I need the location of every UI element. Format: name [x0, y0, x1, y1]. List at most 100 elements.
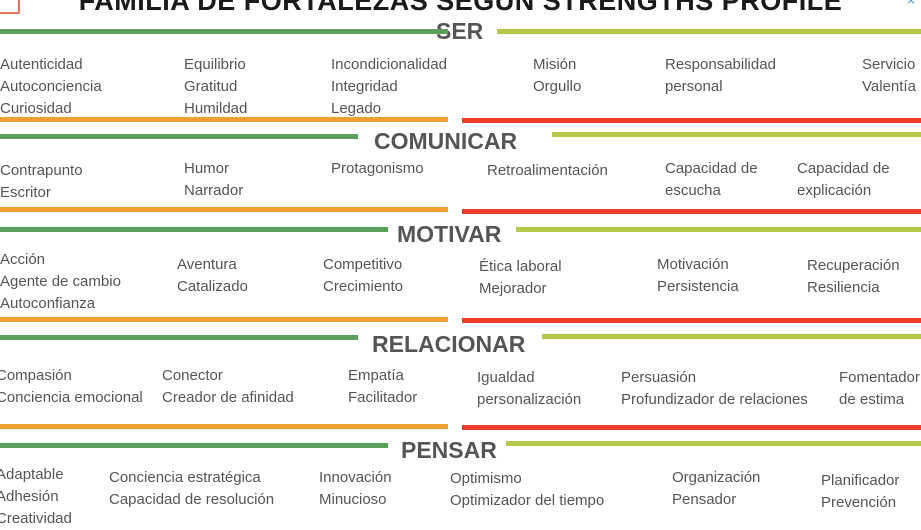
- strength-item: Prevención: [821, 494, 897, 511]
- strength-item: Facilitador: [348, 389, 418, 406]
- strength-item: Mejorador: [479, 280, 547, 297]
- strength-item: Recuperación: [807, 257, 900, 274]
- strength-item: Profundizador de relaciones: [621, 391, 808, 408]
- page-title: FAMILIA DE FORTALEZAS SEGÚN STRENGTHS PR…: [78, 0, 843, 16]
- strength-item: Contrapunto: [0, 162, 83, 179]
- strength-item: Ética laboral: [479, 258, 562, 275]
- strength-item: Optimismo: [450, 470, 522, 487]
- strength-column: Protagonismo: [331, 158, 424, 180]
- strength-item: Curiosidad: [0, 100, 72, 117]
- strength-item: Servicio: [862, 56, 916, 73]
- strength-item: Humildad: [184, 100, 248, 117]
- strength-item: Pensador: [672, 491, 737, 508]
- strength-item: Equilibrio: [184, 56, 246, 73]
- strength-item: Gratitud: [184, 78, 238, 95]
- strength-item: Misión: [533, 56, 577, 73]
- strength-item: Persistencia: [657, 278, 739, 295]
- strength-item: Escritor: [0, 184, 51, 201]
- strength-item: Creador de afinidad: [162, 389, 294, 406]
- strength-item: Autenticidad: [0, 56, 83, 73]
- strength-item: Legado: [331, 100, 382, 117]
- strength-item: personal: [665, 78, 723, 95]
- close-icon[interactable]: ×: [906, 0, 915, 8]
- strength-item: de estima: [839, 391, 905, 408]
- divider-line: [497, 29, 921, 34]
- strength-column: Retroalimentación: [487, 160, 608, 182]
- section-heading: COMUNICAR: [374, 128, 518, 154]
- strength-item: Optimizador del tiempo: [450, 492, 605, 509]
- strength-item: Narrador: [184, 182, 244, 199]
- strength-item: Resiliencia: [807, 279, 880, 296]
- strength-item: Acción: [0, 251, 46, 268]
- divider-line: [506, 441, 921, 446]
- strength-item: Innovación: [319, 469, 392, 486]
- strength-item: Organización: [672, 469, 761, 486]
- divider-line: [516, 227, 921, 232]
- section-heading: RELACIONAR: [372, 331, 526, 357]
- strength-item: Planificador: [821, 472, 900, 489]
- strength-item: Agente de cambio: [0, 273, 121, 290]
- divider-line: [0, 424, 448, 429]
- strength-item: Valentía: [862, 78, 916, 95]
- strength-item: Persuasión: [621, 369, 697, 386]
- strength-item: Empatía: [348, 367, 404, 384]
- strength-item: escucha: [665, 182, 721, 199]
- section-heading: MOTIVAR: [397, 221, 502, 247]
- divider-line: [0, 134, 358, 139]
- divider-line: [542, 334, 921, 339]
- strength-item: Capacidad de: [797, 160, 890, 177]
- divider-line: [552, 132, 921, 137]
- corner-icon: [0, 0, 20, 14]
- strength-item: Conciencia emocional: [0, 389, 143, 406]
- strength-item: Capacidad de resolución: [109, 491, 275, 508]
- divider-line: [0, 317, 448, 322]
- strength-item: Autoconciencia: [0, 78, 102, 95]
- strength-item: Minucioso: [319, 491, 387, 508]
- strength-item: Conector: [162, 367, 223, 384]
- strength-item: Creatividad: [0, 510, 72, 527]
- divider-line: [0, 227, 388, 232]
- divider-line: [0, 335, 358, 340]
- divider-line: [0, 117, 448, 122]
- strength-item: Adaptable: [0, 466, 64, 483]
- strength-item: Catalizado: [177, 278, 248, 295]
- strength-item: Adhesión: [0, 488, 59, 505]
- strength-item: personalización: [477, 391, 582, 408]
- strength-item: Orgullo: [533, 78, 582, 95]
- strength-column: Capacidad de escucha: [665, 158, 758, 202]
- section-heading: PENSAR: [401, 437, 497, 463]
- strength-item: Aventura: [177, 256, 237, 273]
- divider-line: [462, 209, 921, 214]
- divider-line: [462, 318, 921, 323]
- divider-line: [0, 29, 448, 34]
- strength-item: Protagonismo: [331, 160, 424, 177]
- strength-item: Autoconfianza: [0, 295, 96, 312]
- strength-item: Conciencia estratégica: [109, 469, 261, 486]
- strength-item: Capacidad de: [665, 160, 758, 177]
